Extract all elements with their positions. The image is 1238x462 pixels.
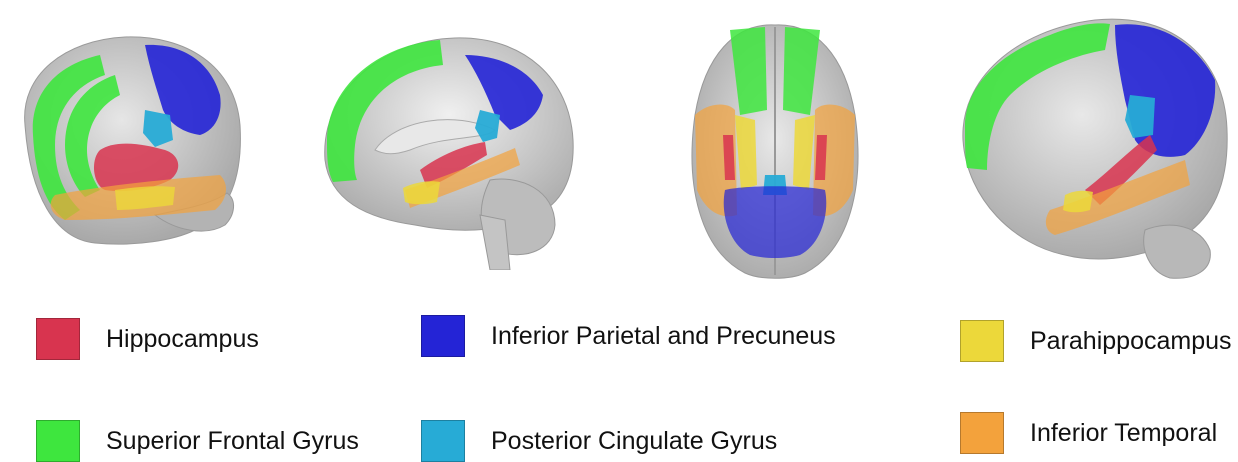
legend-item-inferior-temporal: Inferior Temporal (960, 412, 1217, 454)
legend-label-superior-frontal: Superior Frontal Gyrus (106, 427, 359, 456)
inferior-parietal-swatch (421, 315, 465, 357)
inferior-temporal-swatch (960, 412, 1004, 454)
parahippocampus-swatch (960, 320, 1004, 362)
posterior-cingulate-swatch (421, 420, 465, 462)
legend-item-hippocampus: Hippocampus (36, 318, 259, 360)
legend-label-parahippocampus: Parahippocampus (1030, 327, 1232, 356)
legend-label-inferior-temporal: Inferior Temporal (1030, 419, 1217, 448)
superior-frontal-swatch (36, 420, 80, 462)
legend-label-posterior-cingulate: Posterior Cingulate Gyrus (491, 427, 777, 456)
legend-item-posterior-cingulate: Posterior Cingulate Gyrus (421, 420, 777, 462)
legend-label-hippocampus: Hippocampus (106, 325, 259, 354)
legend-item-parahippocampus: Parahippocampus (960, 320, 1232, 362)
legend-item-superior-frontal: Superior Frontal Gyrus (36, 420, 359, 462)
legend-label-inferior-parietal: Inferior Parietal and Precuneus (491, 322, 836, 351)
legend-item-inferior-parietal: Inferior Parietal and Precuneus (421, 315, 836, 357)
hippocampus-swatch (36, 318, 80, 360)
